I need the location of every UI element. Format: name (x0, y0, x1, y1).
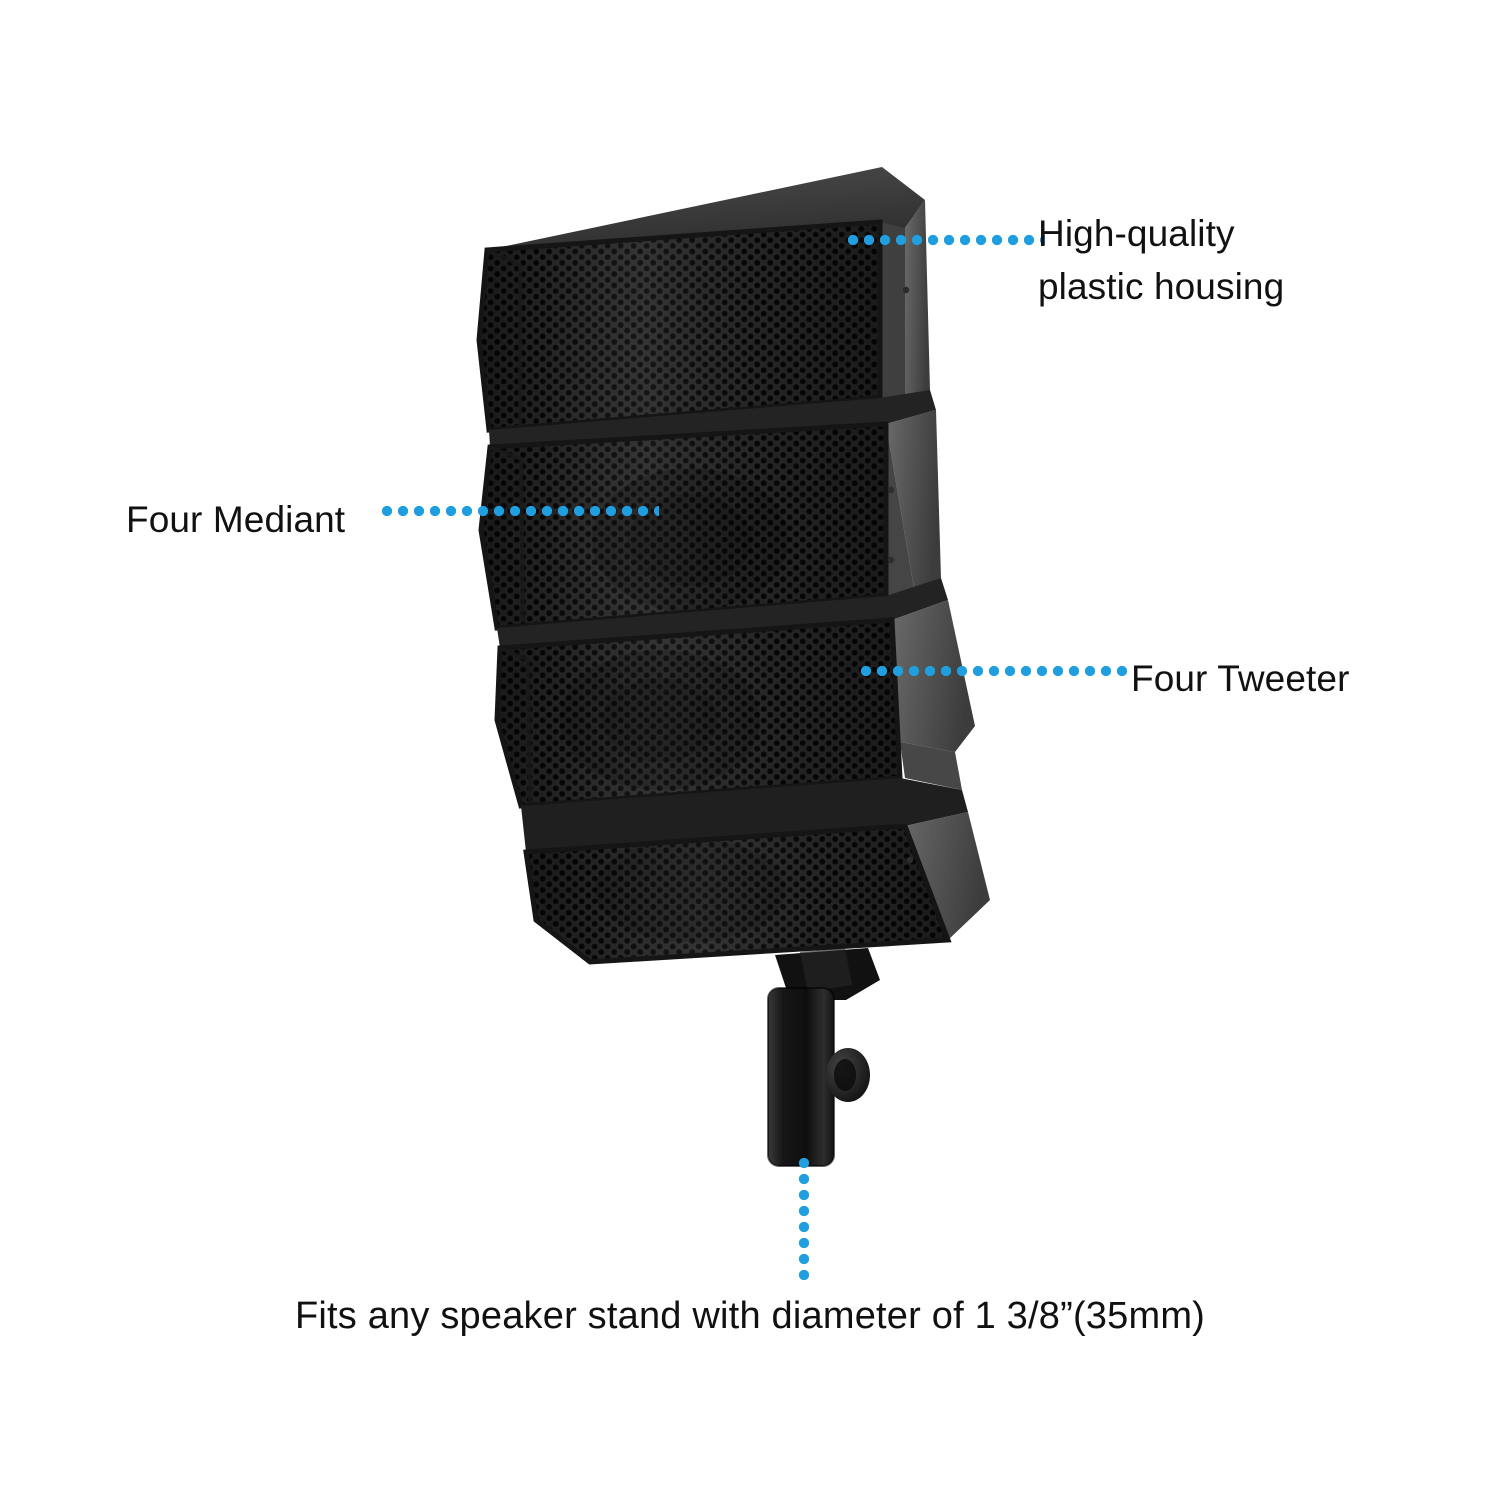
speaker-module-3 (494, 578, 975, 809)
speaker-module-1 (476, 167, 930, 433)
callout-label-four-mediant: Four Mediant (126, 499, 346, 540)
leader-line-four-mediant (379, 503, 659, 519)
leader-line-plastic-housing (845, 232, 1045, 248)
callout-label-four-tweeter: Four Tweeter (1131, 658, 1350, 699)
caption-speaker-stand-fit: Fits any speaker stand with diameter of … (294, 1295, 1206, 1337)
leader-line-speaker-stand (796, 1155, 812, 1285)
leader-line-four-tweeter (858, 663, 1130, 679)
pole-mount-bracket (767, 948, 880, 1167)
speaker-module-4 (521, 778, 990, 965)
callout-label-plastic-housing: High-quality plastic housing (1038, 213, 1285, 307)
